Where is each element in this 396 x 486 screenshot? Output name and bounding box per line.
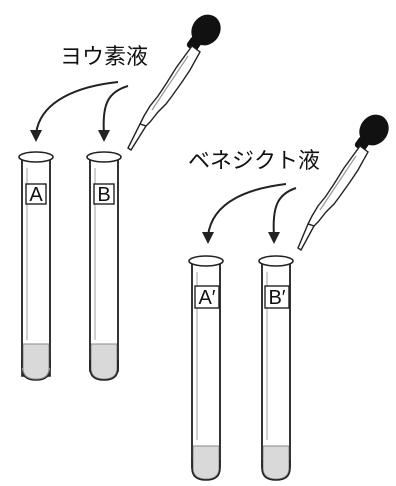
arrow-head-tube-a-prime bbox=[202, 232, 214, 244]
benedict-dropper-glass bbox=[297, 145, 369, 252]
benedict-solution-label: ベネジクト液 bbox=[188, 148, 320, 173]
arrow-to-tube-a bbox=[35, 81, 119, 135]
liquid-tube-a-prime bbox=[192, 445, 220, 480]
tube-b-label: B bbox=[97, 184, 110, 206]
arrow-to-tube-b bbox=[102, 85, 129, 135]
test-tube-b: B bbox=[86, 151, 122, 386]
liquid-tube-b-prime bbox=[262, 445, 290, 480]
iodine-solution-label: ヨウ素液 bbox=[60, 44, 148, 69]
tube-a-label-box bbox=[25, 183, 47, 205]
test-tube-a-prime: A′ bbox=[188, 255, 224, 482]
liquid-tube-a bbox=[22, 343, 50, 380]
iodine-dropper-bulb bbox=[186, 14, 221, 52]
tube-a-prime-label-box bbox=[194, 285, 220, 309]
tube-a-prime-label: A′ bbox=[198, 287, 215, 309]
tube-b-prime-label-box bbox=[264, 285, 290, 309]
benedict-arrows bbox=[202, 183, 297, 244]
arrow-to-tube-b-prime bbox=[272, 187, 297, 237]
test-tube-a: A bbox=[18, 151, 54, 381]
arrow-head-tube-b-prime bbox=[268, 232, 280, 244]
arrow-head-tube-b bbox=[98, 130, 110, 142]
iodine-arrows bbox=[30, 81, 129, 142]
tube-b-prime-label: B′ bbox=[268, 287, 285, 309]
arrow-head-tube-a bbox=[30, 130, 42, 142]
benedict-dropper bbox=[297, 114, 389, 252]
test-tube-b-prime: B′ bbox=[258, 255, 294, 482]
tube-b-label-box bbox=[93, 183, 115, 205]
iodine-dropper-glass bbox=[127, 45, 201, 151]
iodine-dropper bbox=[127, 14, 221, 151]
arrow-to-tube-a-prime bbox=[207, 183, 287, 237]
tube-a-label: A bbox=[29, 184, 43, 206]
